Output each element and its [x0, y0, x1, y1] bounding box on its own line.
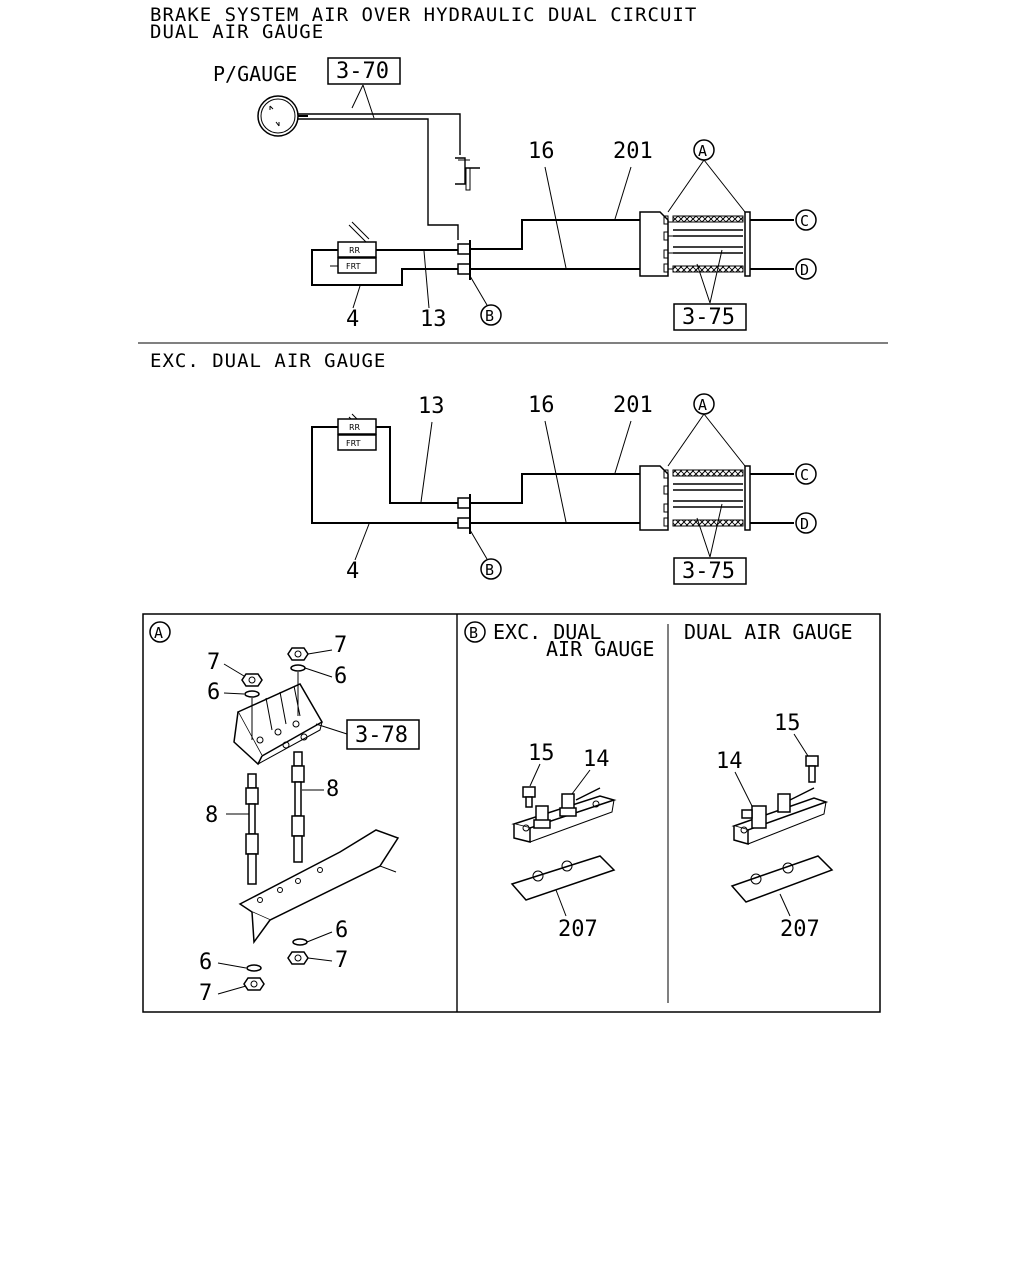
brake-valve-icon: RR FRT [330, 221, 377, 274]
part-6-lower-right: 6 [335, 918, 348, 943]
part-7-upper-left: 7 [207, 650, 220, 675]
ref-3-75-mid-label: 3-75 [682, 559, 735, 584]
marker-a-label: A [698, 142, 707, 160]
valve-rr-label-2: RR [349, 423, 361, 432]
marker-c-mid[interactable] [795, 463, 817, 485]
pipe-block-icon [639, 211, 794, 277]
ref-3-70-label: 3-70 [336, 59, 389, 84]
part-207-right: 207 [780, 917, 820, 942]
detail-b-exc-label-2: AIR GAUGE [546, 637, 654, 661]
nut-icon-3 [287, 951, 309, 965]
nut-icon-4 [243, 977, 265, 991]
callout-201: 201 [613, 139, 653, 164]
callout-201-mid: 201 [613, 393, 653, 418]
section-title-exc-dual-air-gauge: EXC. DUAL AIR GAUGE [150, 350, 386, 372]
washer-icon-2 [290, 664, 306, 672]
valve-frt-label: FRT [346, 262, 361, 271]
nut-icon-2 [287, 647, 309, 661]
detail-b-marker[interactable] [464, 621, 486, 643]
fitting-icon [455, 157, 480, 191]
detail-a: A [149, 621, 420, 1006]
brake-valve-icon-2: RR FRT [337, 413, 377, 451]
bracket-b-icon-2 [457, 494, 478, 534]
washer-icon-3 [292, 938, 308, 946]
marker-c-mid-label: C [800, 466, 809, 484]
part-8-left: 8 [205, 803, 218, 828]
union-connector-icon-2 [291, 751, 305, 863]
section-title-dual-air-gauge: DUAL AIR GAUGE [150, 21, 324, 43]
part-6-upper-left: 6 [207, 680, 220, 705]
marker-b-mid-label: B [485, 561, 494, 579]
marker-a-mid-label: A [698, 396, 707, 414]
detail-b-marker-label: B [469, 624, 478, 642]
callout-16: 16 [528, 139, 555, 164]
valve-frt-label-2: FRT [346, 439, 361, 448]
spacer-plate-icon-2 [730, 855, 834, 903]
bracket-b-icon [457, 240, 478, 280]
part-14-left: 14 [583, 747, 610, 772]
pgauge-label: P/GAUGE [213, 62, 297, 86]
part-7-upper-right: 7 [334, 633, 347, 658]
part-7-lower-left: 7 [199, 981, 212, 1006]
bracket-exc-dual-icon [511, 786, 617, 843]
spacer-plate-icon [510, 855, 616, 901]
union-connector-icon [245, 773, 259, 885]
marker-b[interactable] [480, 304, 502, 326]
part-15-right: 15 [774, 711, 801, 736]
ref-3-78-label: 3-78 [355, 723, 408, 748]
callout-13: 13 [420, 307, 447, 332]
detail-b: B EXC. DUAL AIR GAUGE DUAL AIR GAUGE 15 [464, 620, 853, 942]
callout-4: 4 [346, 307, 359, 332]
part-8-right: 8 [326, 777, 339, 802]
detail-frame [142, 613, 881, 1013]
marker-c[interactable] [795, 209, 817, 231]
ref-box-3-70[interactable] [327, 57, 401, 85]
marker-d-mid[interactable] [795, 512, 817, 534]
detail-b-dual-label: DUAL AIR GAUGE [684, 620, 853, 644]
mid-diagram: RR FRT 13 16 201 4 [311, 393, 817, 585]
washer-icon [244, 690, 260, 698]
marker-d-label: D [800, 261, 809, 279]
marker-c-label: C [800, 212, 809, 230]
part-207-left: 207 [558, 917, 598, 942]
marker-d[interactable] [795, 258, 817, 280]
detail-b-exc-label-1: EXC. DUAL [493, 620, 601, 644]
part-7-lower-right: 7 [335, 948, 348, 973]
pressure-gauge-icon [257, 95, 308, 137]
detail-a-marker-label: A [154, 624, 163, 642]
mounting-bracket-icon [233, 683, 324, 766]
marker-b-mid[interactable] [480, 558, 502, 580]
part-6-lower-left: 6 [199, 950, 212, 975]
frame-member-icon [238, 829, 400, 945]
callout-4-mid: 4 [346, 559, 359, 584]
ref-3-75-label: 3-75 [682, 305, 735, 330]
washer-icon-4 [246, 964, 262, 972]
diagram-title: BRAKE SYSTEM AIR OVER HYDRAULIC DUAL CIR… [150, 4, 697, 26]
ref-box-3-75[interactable] [673, 303, 747, 331]
marker-d-mid-label: D [800, 515, 809, 533]
valve-rr-label: RR [349, 246, 361, 255]
ref-box-3-75-mid[interactable] [673, 557, 747, 585]
pipe-block-icon-2 [639, 465, 794, 531]
detail-a-marker[interactable] [149, 621, 171, 643]
part-14-right: 14 [716, 749, 743, 774]
part-15-left: 15 [528, 741, 555, 766]
marker-b-label: B [485, 307, 494, 325]
part-6-upper-right: 6 [334, 664, 347, 689]
nut-icon [241, 673, 263, 687]
callout-16-mid: 16 [528, 393, 555, 418]
bracket-dual-icon [731, 755, 829, 845]
ref-box-3-78[interactable] [346, 719, 420, 750]
callout-13-mid: 13 [418, 394, 445, 419]
top-diagram: P/GAUGE 3-70 RR FRT [213, 57, 817, 332]
